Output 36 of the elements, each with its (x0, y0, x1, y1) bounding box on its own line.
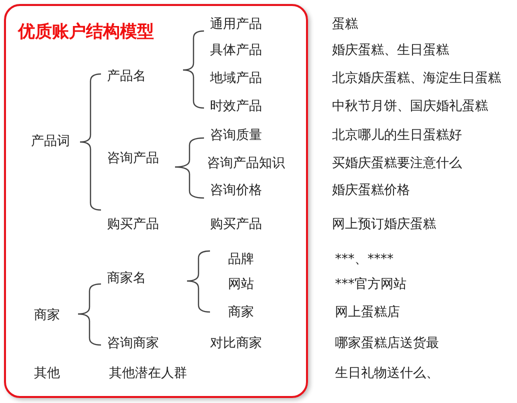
category-label: 购买产品 (210, 217, 262, 233)
category-label: 购买产品 (107, 217, 159, 233)
category-label: 网站 (228, 277, 254, 293)
panel-title: 优质账户结构模型 (18, 21, 154, 43)
category-label: 咨询产品 (107, 151, 159, 167)
frame-panel (4, 4, 308, 398)
category-label: 对比商家 (210, 336, 262, 352)
example-keyword: 婚庆蛋糕价格 (332, 183, 410, 199)
example-keyword: ***官方网站 (335, 277, 406, 293)
category-label: 通用产品 (210, 17, 262, 33)
category-label: 品牌 (228, 252, 254, 268)
category-label: 商家 (34, 308, 60, 324)
example-keyword: 北京哪儿的生日蛋糕好 (332, 128, 462, 144)
category-label: 具体产品 (210, 43, 262, 59)
example-keyword: ***、**** (335, 252, 394, 268)
category-label: 咨询商家 (107, 336, 159, 352)
example-keyword: 蛋糕 (332, 17, 358, 33)
example-keyword: 北京婚庆蛋糕、海淀生日蛋糕 (332, 71, 501, 87)
example-keyword: 婚庆蛋糕、生日蛋糕 (332, 43, 449, 59)
category-label: 咨询产品知识 (207, 156, 285, 172)
category-label: 商家名 (107, 271, 146, 287)
category-label: 其他潜在人群 (109, 366, 187, 382)
category-label: 时效产品 (210, 99, 262, 115)
example-keyword: 生日礼物送什么、 (335, 366, 439, 382)
category-label: 其他 (34, 366, 60, 382)
category-label: 咨询价格 (210, 183, 262, 199)
example-keyword: 网上预订婚庆蛋糕 (332, 217, 436, 233)
category-label: 产品词 (31, 134, 70, 150)
example-keyword: 哪家蛋糕店送货最 (335, 336, 439, 352)
category-label: 地域产品 (210, 71, 262, 87)
example-keyword: 中秋节月饼、国庆婚礼蛋糕 (332, 99, 488, 115)
example-keyword: 网上蛋糕店 (335, 305, 400, 321)
category-label: 产品名 (107, 69, 146, 85)
category-label: 咨询质量 (210, 128, 262, 144)
example-keyword: 买婚庆蛋糕要注意什么 (332, 156, 462, 172)
category-label: 商家 (228, 305, 254, 321)
